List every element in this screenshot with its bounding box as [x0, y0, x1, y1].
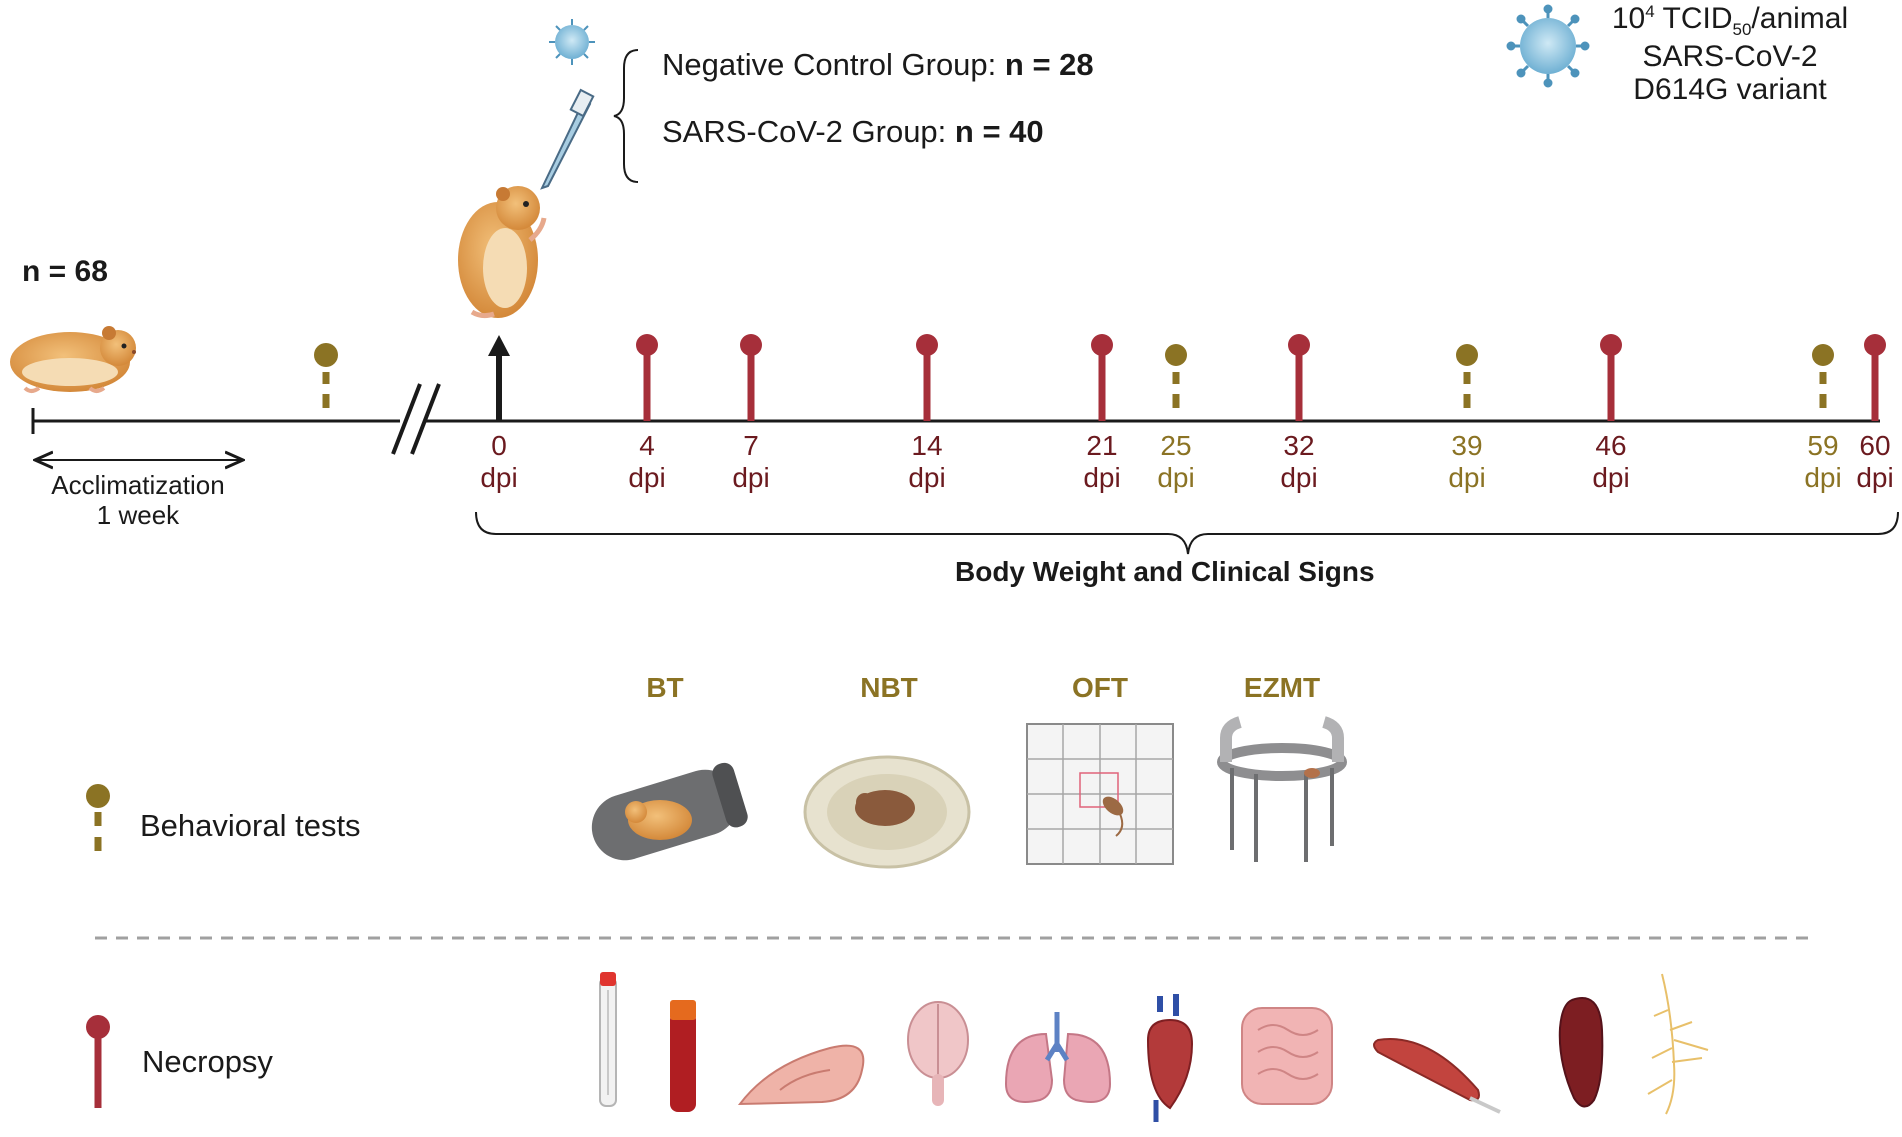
timepoint-day: 60 [1859, 430, 1891, 461]
behavioral-pin [1165, 344, 1187, 408]
pre-infection-behavioral-pin [314, 343, 338, 408]
oft-arena-icon [1026, 723, 1174, 865]
behavioral-pin [1456, 344, 1478, 408]
nerve-icon [1647, 973, 1709, 1115]
negative-control-n: n = 28 [1004, 47, 1094, 82]
timepoint-day: 59 [1807, 430, 1839, 461]
sars-cov-2-group-label: SARS-CoV-2 Group: [662, 114, 955, 149]
necropsy-pin [636, 334, 658, 421]
hamster-icon [10, 326, 136, 393]
timepoint-day: 7 [743, 430, 759, 461]
timepoint-unit: dpi [1448, 462, 1486, 493]
timepoint-day: 21 [1086, 430, 1118, 461]
body-weight-label: Body Weight and Clinical Signs [955, 556, 1375, 587]
timepoint-day: 14 [911, 430, 943, 461]
timepoint-unit: dpi [1804, 462, 1842, 493]
inoculated-hamster-icon [458, 186, 547, 319]
blood-tube-icon [670, 1000, 696, 1112]
necropsy-legend-pin [86, 1015, 110, 1108]
timepoint-unit: dpi [1280, 462, 1318, 493]
legend-necropsy: Necropsy [142, 1044, 273, 1079]
necropsy-pin [1091, 334, 1113, 421]
spleen-icon [1558, 997, 1604, 1108]
ezmt-maze-icon [1217, 716, 1347, 862]
virus-icon [1506, 4, 1590, 88]
acclimatization-line1: Acclimatization [51, 470, 225, 500]
timepoint-day: 4 [639, 430, 655, 461]
inoculum-dose: 104 TCID50/animal SARS-CoV-2 D614G varia… [1590, 2, 1870, 106]
test-label-nbt: NBT [860, 672, 918, 703]
behavioral-pin [1812, 344, 1834, 408]
nasal-turbinate-icon [737, 1044, 865, 1106]
lungs-icon [1004, 1012, 1112, 1103]
axis-break-icon [391, 383, 441, 455]
acclimatization-label: Acclimatization 1 week [40, 470, 236, 530]
brain-icon [907, 1001, 969, 1106]
timepoint-day: 39 [1451, 430, 1483, 461]
swab-tube-icon [599, 972, 617, 1107]
virus-icon [549, 19, 595, 65]
timepoint-unit: dpi [1157, 462, 1195, 493]
timepoint-day: 32 [1283, 430, 1315, 461]
necropsy-pin [740, 334, 762, 421]
intestine-icon [1241, 1007, 1333, 1105]
total-n-label: n = 68 [22, 255, 108, 288]
behavioral-legend-pin [86, 784, 110, 851]
inoculation-arrow [488, 335, 510, 421]
necropsy-pin [916, 334, 938, 421]
timepoint-day: 25 [1160, 430, 1192, 461]
pipette-icon [540, 88, 595, 190]
test-label-oft: OFT [1072, 672, 1128, 703]
test-label-bt: BT [646, 672, 684, 703]
sars-cov-2-group-n: n = 40 [954, 114, 1044, 149]
body-weight-brace [475, 511, 1899, 555]
timepoint-unit: dpi [628, 462, 666, 493]
dose-line1: 104 TCID50/animal [1611, 2, 1849, 39]
timepoint-pins [636, 334, 1886, 421]
timepoint-unit: dpi [1592, 462, 1630, 493]
timepoint-unit: dpi [1083, 462, 1121, 493]
negative-control-group: Negative Control Group: n = 28 [662, 47, 1094, 83]
muscle-icon [1373, 1038, 1501, 1114]
acclimatization-line2: 1 week [96, 500, 180, 530]
timepoint-day: 0 [491, 430, 507, 461]
test-label-ezmt: EZMT [1243, 672, 1321, 703]
bt-tube-icon [591, 762, 748, 861]
timepoint-unit: dpi [908, 462, 946, 493]
negative-control-label: Negative Control Group: [662, 47, 1005, 82]
legend-behavioral-tests: Behavioral tests [140, 808, 361, 843]
timepoint-unit: dpi [480, 462, 518, 493]
nbt-nest-icon [803, 755, 971, 869]
group-brace [613, 49, 639, 183]
heart-icon [1146, 994, 1194, 1122]
dose-line2: SARS-CoV-2 [1642, 39, 1818, 73]
necropsy-pin [1864, 334, 1886, 421]
timepoint-day: 46 [1595, 430, 1627, 461]
dose-line3: D614G variant [1633, 72, 1827, 106]
timepoint-unit: dpi [732, 462, 770, 493]
necropsy-pin [1288, 334, 1310, 421]
timepoint-unit: dpi [1856, 462, 1894, 493]
sars-cov-2-group: SARS-CoV-2 Group: n = 40 [662, 114, 1044, 150]
necropsy-pin [1600, 334, 1622, 421]
